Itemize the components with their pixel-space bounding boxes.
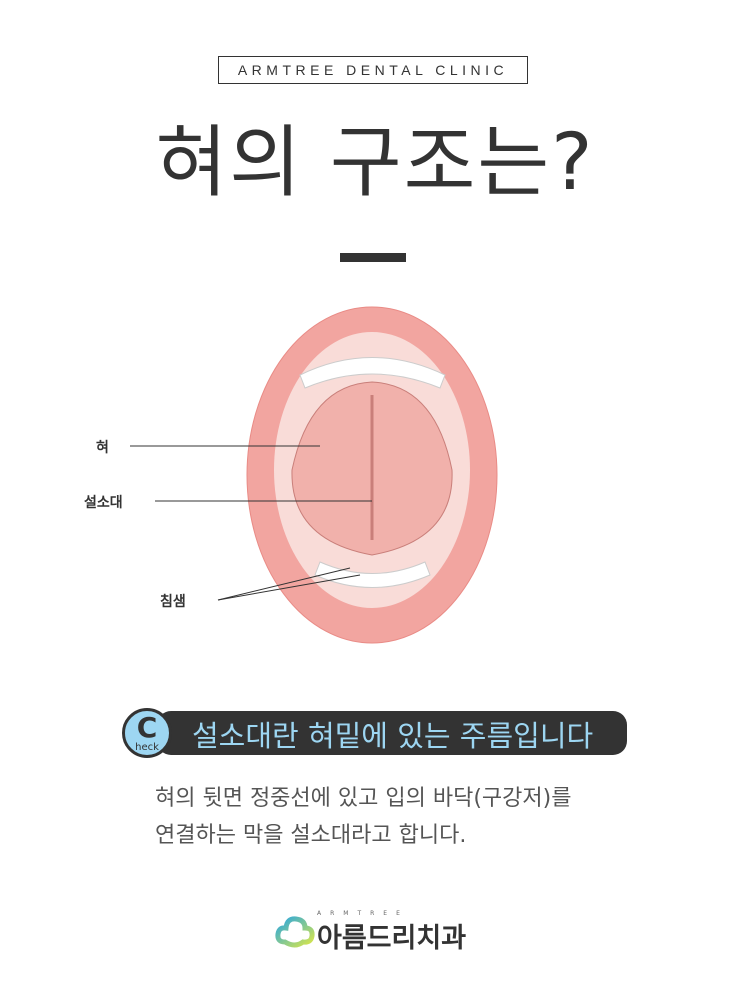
description: 혀의 뒷면 정중선에 있고 입의 바닥(구강저)를 연결하는 막을 설소대라고 …: [155, 780, 571, 854]
page-title: 혀의 구조는?: [155, 118, 595, 208]
logo-name: 아름드리치과: [317, 923, 467, 954]
check-badge: C heck: [122, 708, 172, 758]
cloud-logo-icon: [275, 916, 315, 948]
label-tongue: 혀: [96, 440, 109, 456]
check-banner: 설소대란 혀밑에 있는 주름입니다 C heck: [122, 708, 627, 758]
lower-teeth: [314, 561, 431, 588]
description-line-1: 혀의 뒷면 정중선에 있고 입의 바닥(구강저)를: [155, 786, 572, 811]
check-text: 설소대란 혀밑에 있는 주름입니다: [192, 719, 594, 753]
mouth-illustration: [130, 306, 498, 644]
label-frenulum: 설소대: [84, 495, 123, 511]
title-divider: [340, 253, 406, 262]
clinic-brand-label: ARMTREE DENTAL CLINIC: [218, 56, 528, 84]
logo-sub-text: ARMTREE: [317, 910, 409, 917]
check-pill: [157, 711, 627, 755]
description-line-2: 연결하는 막을 설소대라고 합니다.: [155, 823, 467, 848]
upper-teeth: [299, 357, 446, 389]
check-badge-sub: heck: [135, 742, 159, 753]
label-salivary-gland: 침샘: [160, 594, 186, 610]
check-badge-letter: C: [136, 711, 158, 744]
